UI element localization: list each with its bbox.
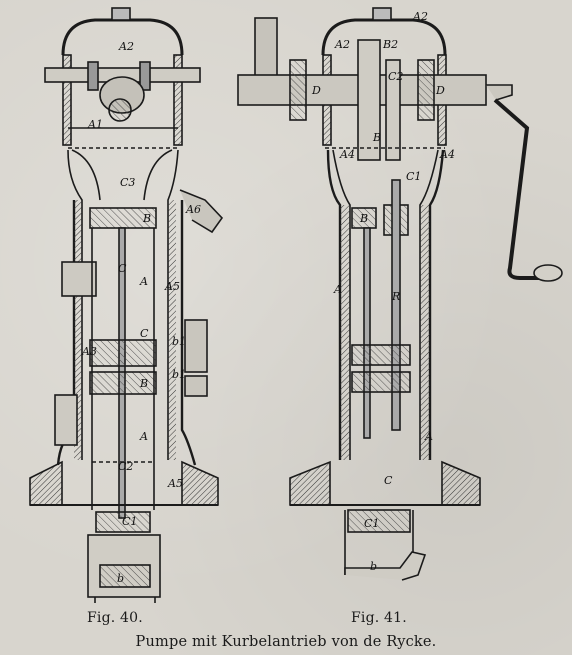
label-d-left: D — [311, 84, 321, 97]
label-a2-left: A2 — [334, 38, 350, 51]
label-c2-top: C2 — [388, 70, 403, 83]
label-b1-upper: b1 — [172, 335, 186, 348]
label-c1: C1 — [122, 515, 137, 528]
label-b1-lower: b1 — [172, 368, 186, 381]
label-a2: A2 — [118, 40, 134, 53]
label-b-bottom: b — [117, 572, 124, 585]
label-c1-lower: C1 — [364, 517, 379, 530]
fig-40-caption: Fig. 40. — [87, 610, 143, 626]
fig-41-caption: Fig. 41. — [351, 610, 407, 626]
label-c1-upper: C1 — [406, 170, 421, 183]
label-a-body: A — [139, 275, 148, 288]
label-a4-left: A4 — [339, 148, 355, 161]
label-r: R — [391, 290, 400, 303]
fig-41-labels: A2 A2 B2 C2 D D B A4 A4 C1 B A R A C C1 … — [311, 10, 455, 573]
label-a6: A6 — [185, 203, 201, 216]
label-a4-right: A4 — [439, 148, 455, 161]
figure-title: Pumpe mit Kurbelantrieb von de Rycke. — [135, 634, 437, 650]
label-c-piston: C — [140, 327, 149, 340]
label-b-top: B — [142, 212, 151, 225]
fig-41-drawing — [237, 7, 563, 581]
label-b-bottom: b — [370, 560, 377, 573]
label-c2: C2 — [118, 460, 133, 473]
label-b-piston: B — [359, 212, 368, 225]
label-a5-upper: A5 — [164, 280, 180, 293]
label-b-lower: B — [139, 377, 148, 390]
label-a-right: A — [424, 430, 433, 443]
label-c3: C3 — [120, 176, 135, 189]
label-d-right: D — [435, 84, 445, 97]
label-b-upper: B — [372, 131, 381, 144]
label-a1: A1 — [87, 118, 103, 131]
label-a-lower: A — [139, 430, 148, 443]
label-a2-top: A2 — [412, 10, 428, 23]
label-c-lower: C — [384, 474, 393, 487]
label-a5-lower: A5 — [167, 477, 183, 490]
fig-40-drawing — [29, 7, 224, 603]
label-a-left: A — [333, 283, 342, 296]
label-b2: B2 — [382, 38, 398, 51]
fig-40-labels: A2 A1 C3 A6 B C A A5 A3 C b1 B b1 A C2 A… — [81, 40, 201, 585]
label-a3: A3 — [81, 345, 97, 358]
label-c-mid: C — [118, 262, 127, 275]
